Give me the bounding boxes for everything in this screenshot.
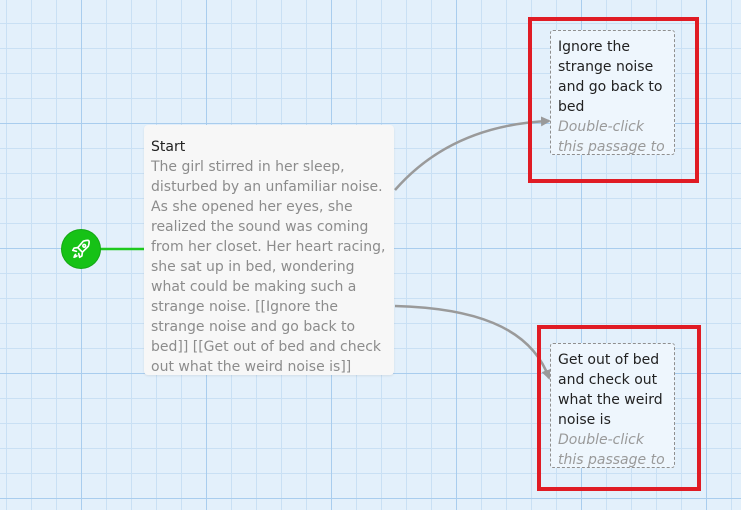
passage-excerpt: Double-click this passage to edit it.	[558, 119, 665, 155]
passage-card-get-out-of-bed[interactable]: Get out of bed and check out what the we…	[550, 343, 675, 468]
link-arrow-get-out	[394, 304, 551, 380]
rocket-icon	[70, 238, 92, 260]
start-passage-marker[interactable]	[62, 230, 100, 268]
highlight-box-get-out-passage	[537, 325, 701, 491]
link-arrow-ignore	[394, 116, 551, 191]
passage-card-start[interactable]: Start The girl stirred in her sleep, dis…	[144, 125, 394, 375]
passage-excerpt: The girl stirred in her sleep, disturbed…	[151, 159, 386, 375]
passage-title: Get out of bed and check out what the we…	[558, 352, 663, 428]
passage-card-ignore-noise[interactable]: Ignore the strange noise and go back to …	[550, 30, 675, 155]
highlight-box-ignore-passage	[528, 17, 699, 183]
passage-title: Ignore the strange noise and go back to …	[558, 39, 663, 115]
passage-excerpt: Double-click this passage to edit it.	[558, 432, 665, 468]
passage-title: Start	[151, 139, 186, 155]
